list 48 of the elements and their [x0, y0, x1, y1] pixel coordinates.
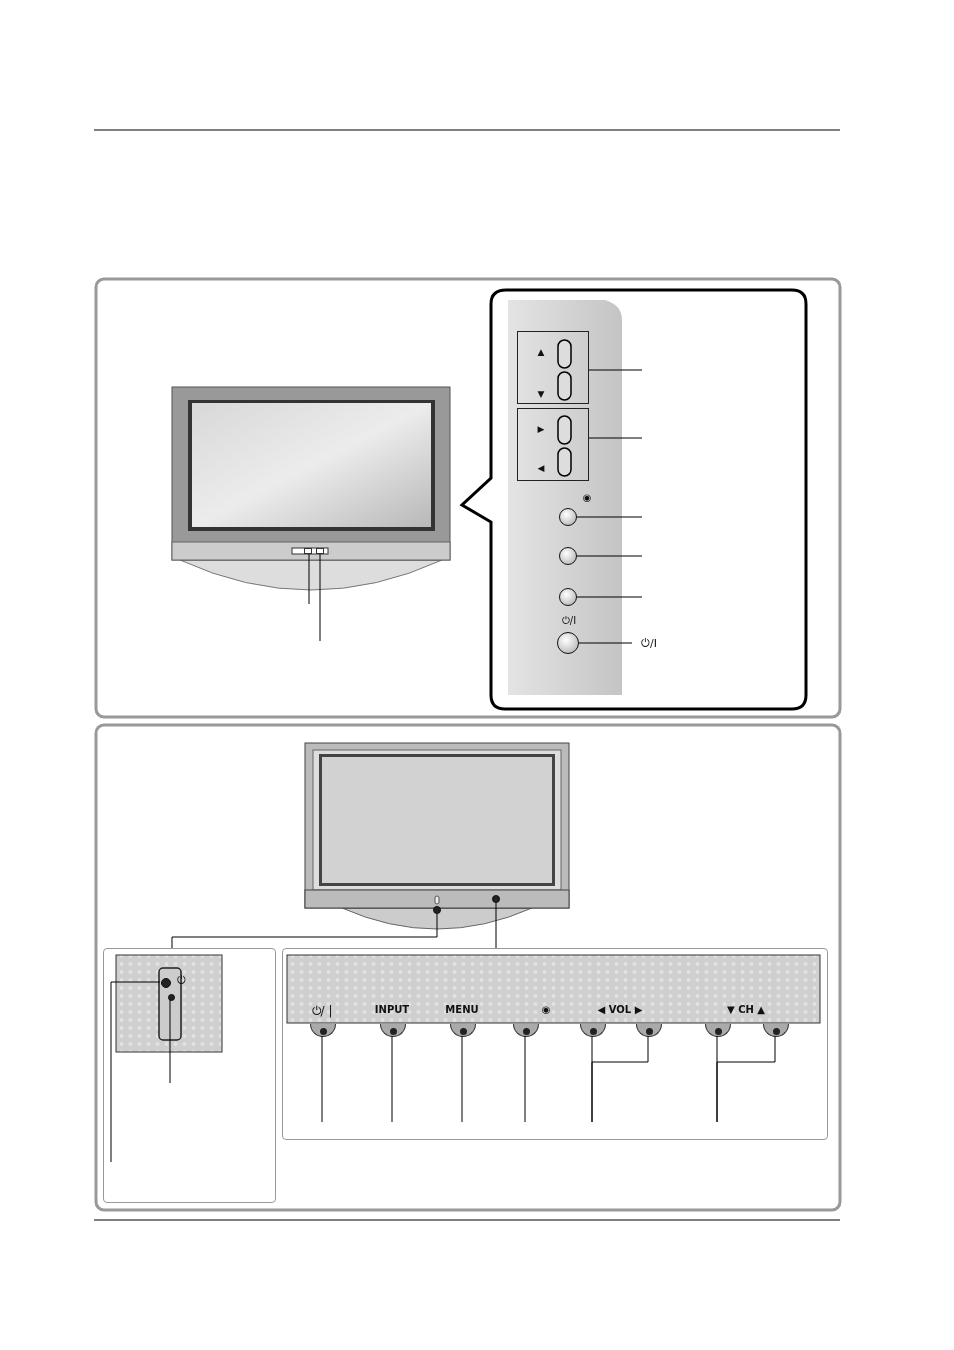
leader-line	[716, 1035, 776, 1123]
push-button	[310, 1024, 336, 1037]
push-button	[763, 1024, 789, 1037]
detail-panel	[103, 948, 276, 1203]
leader-line	[391, 1035, 393, 1123]
arrow-symbol: ◀	[537, 463, 545, 473]
button-group-frame	[517, 408, 589, 481]
leader-line	[578, 642, 633, 644]
arrow-symbol: ▼	[537, 389, 545, 399]
leader-line	[588, 369, 643, 371]
leader-line	[461, 1035, 463, 1123]
push-button	[705, 1024, 731, 1037]
leader-line	[321, 1035, 323, 1123]
detail-panel	[282, 948, 828, 1140]
button-group-frame	[517, 331, 589, 404]
sensor-window	[304, 548, 312, 554]
button-label: MENU	[445, 1005, 479, 1015]
leader-line	[524, 1035, 526, 1123]
leader-line	[495, 902, 497, 949]
leader-line	[110, 981, 161, 1163]
arrow-symbol: ▲	[537, 347, 545, 357]
leader-line	[588, 437, 643, 439]
leader-line	[308, 553, 310, 605]
sensor-window	[316, 548, 324, 554]
leader-line	[171, 913, 438, 949]
leader-line	[576, 596, 643, 598]
push-button	[513, 1024, 539, 1037]
button-label: ▼ CH ▲	[726, 1005, 766, 1015]
leader-line	[591, 1035, 649, 1123]
indicator-symbol: ◉	[582, 493, 592, 503]
leader-line	[319, 553, 321, 642]
leader-line	[576, 555, 643, 557]
indicator-dot	[433, 906, 441, 914]
indicator-light	[161, 978, 171, 988]
push-button	[636, 1024, 662, 1037]
indicator-symbol: ◉	[541, 1005, 551, 1015]
leader-line	[169, 999, 171, 1084]
sensor-dot	[492, 895, 500, 903]
power-symbol: ⏻/I	[641, 637, 657, 649]
button-label: ◀ VOL ▶	[597, 1005, 643, 1015]
button-label: INPUT	[374, 1005, 410, 1015]
push-button	[580, 1024, 606, 1037]
indicator-light	[167, 993, 175, 1001]
push-button	[380, 1024, 406, 1037]
power-symbol: ⏻/I	[561, 616, 577, 626]
leader-line	[576, 516, 643, 518]
push-button	[450, 1024, 476, 1037]
arrow-symbol: ▶	[537, 424, 545, 434]
